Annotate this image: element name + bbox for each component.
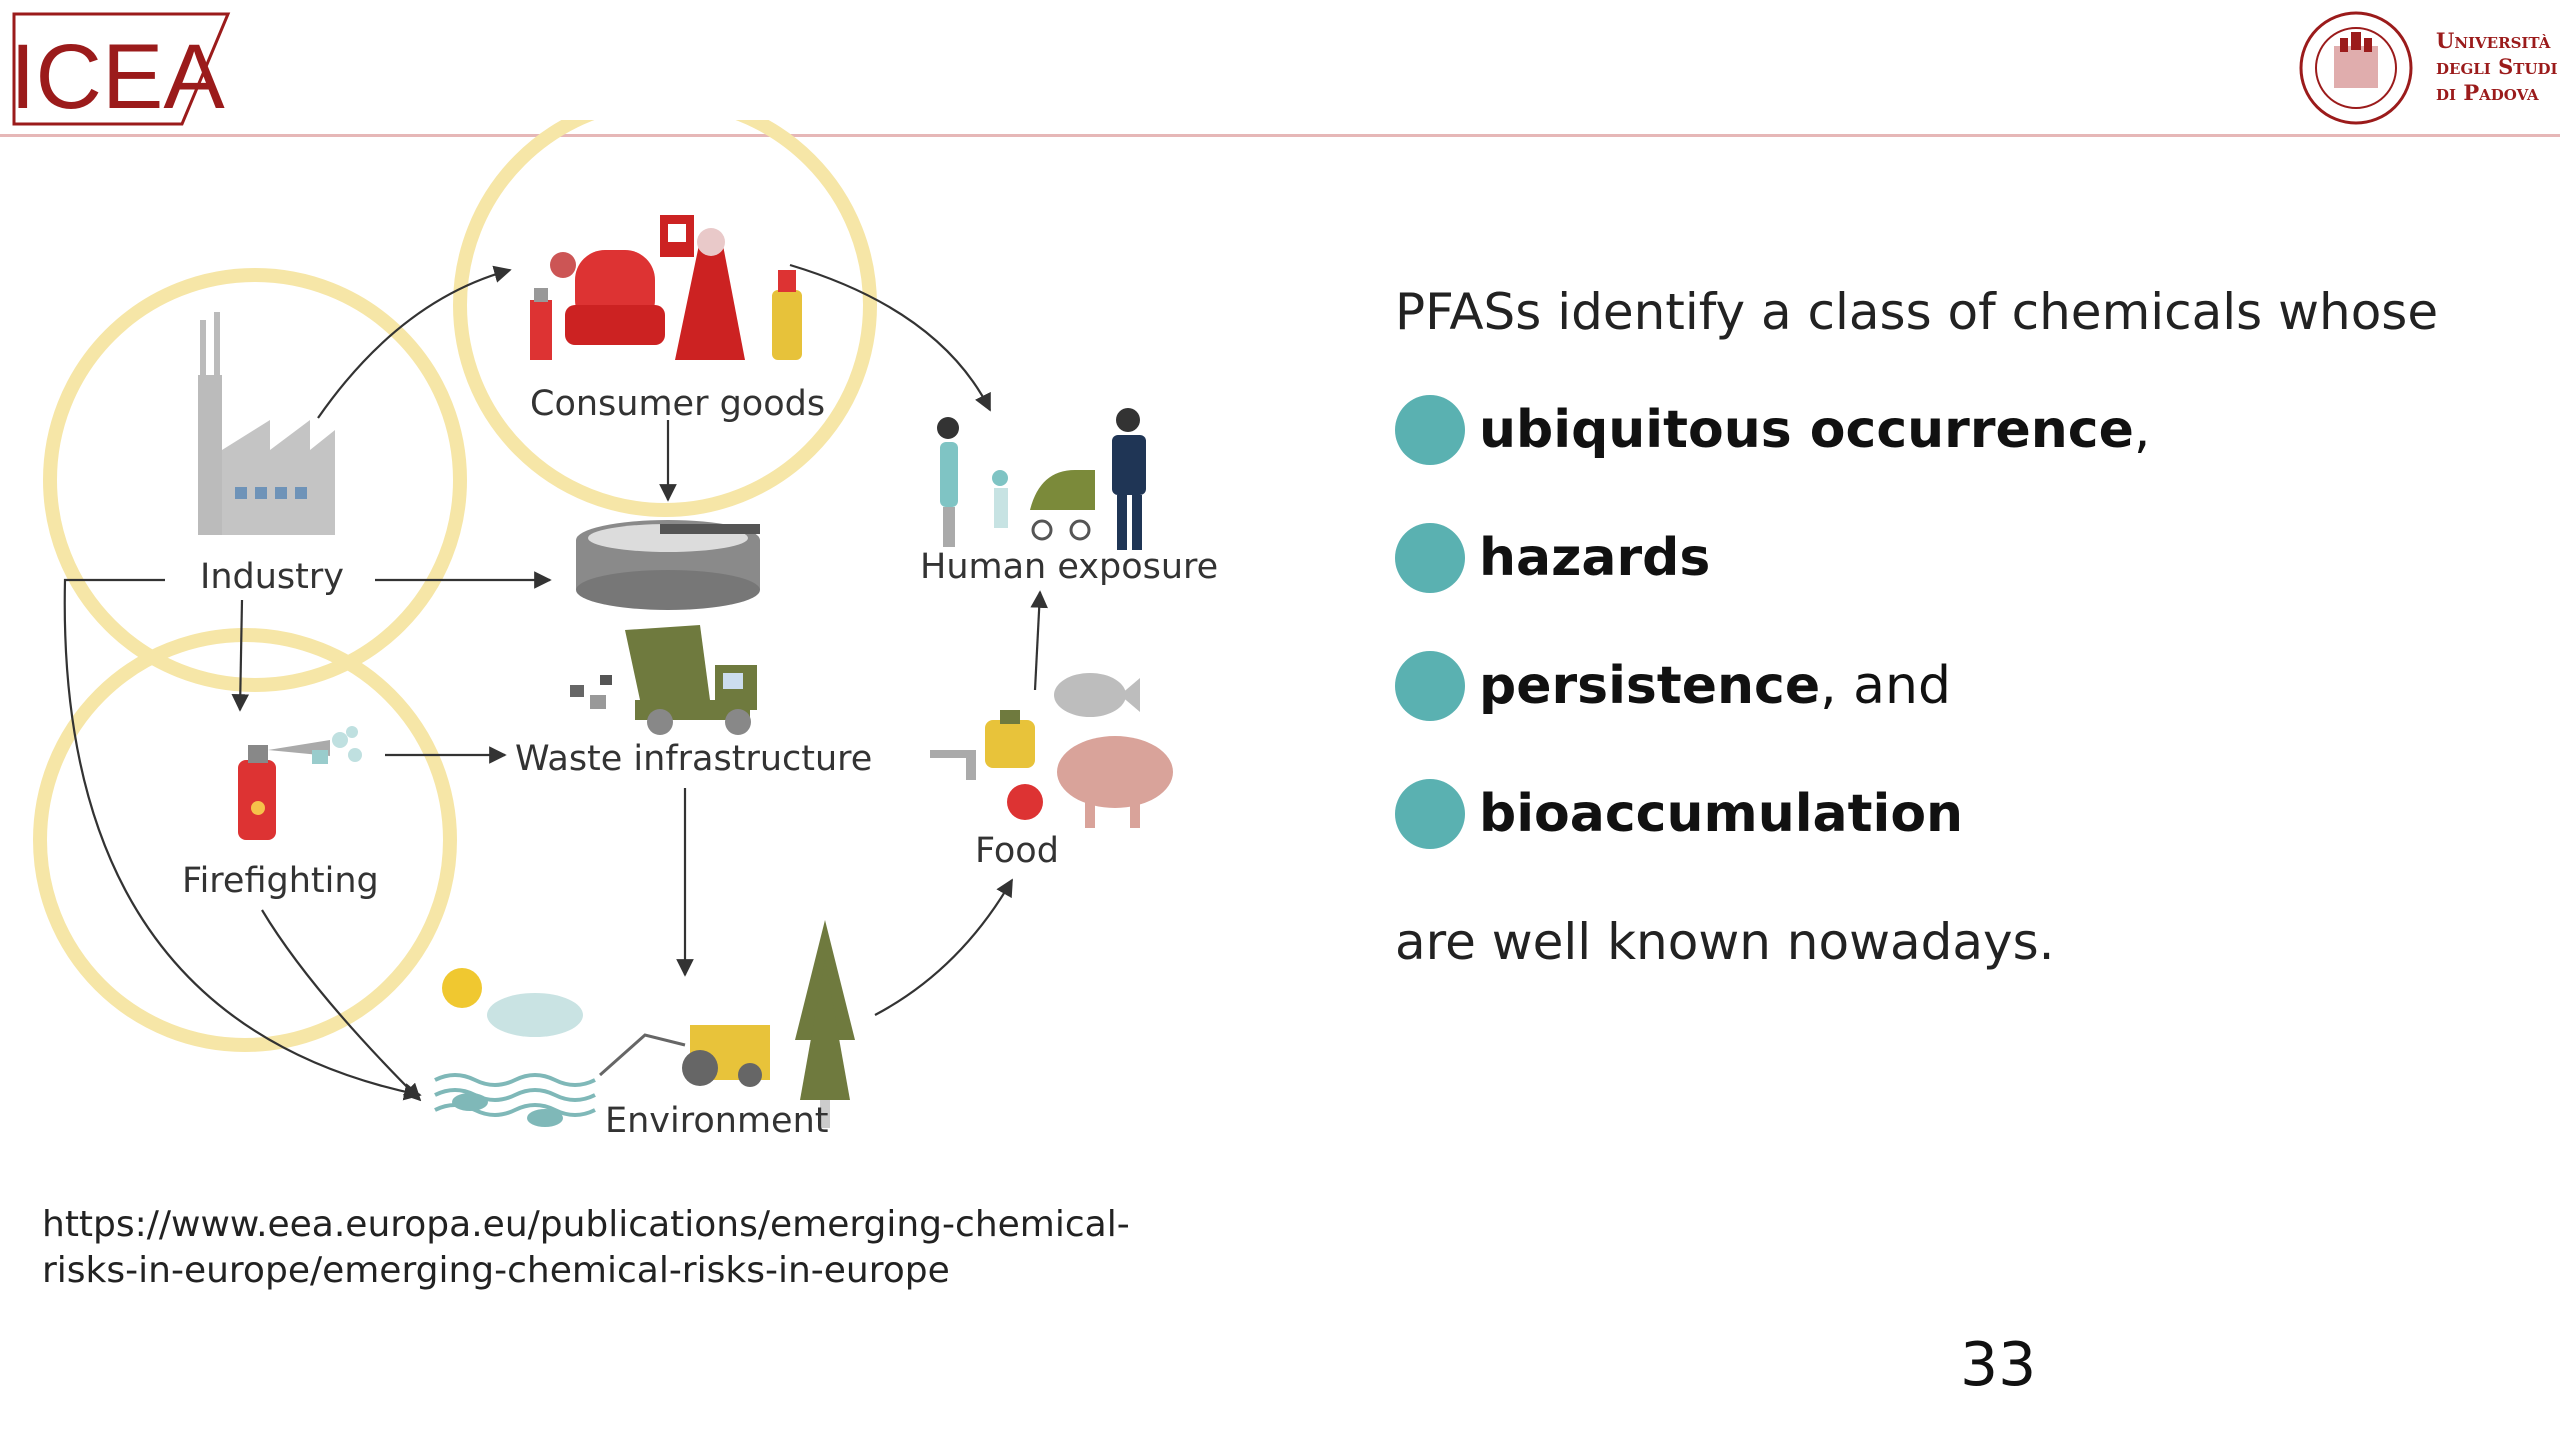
arrow-firefighting-to-environment [261,909,422,1102]
bullet-item: ubiquitous occurrence, [1395,380,2515,480]
bullet-text: bioaccumulation [1479,784,1964,844]
arrow-environment-to-food [874,878,1013,1016]
source-link-line: risks-in-europe/emerging-chemical-risks-… [42,1250,950,1291]
fire-extinguisher-icon [238,726,362,840]
university-seal-icon [2299,11,2413,125]
factory-icon [198,312,335,535]
icea-logo: ICEA [6,10,236,134]
waste-truck-icon [570,625,757,735]
bullet-text: ubiquitous occurrence, [1479,400,2151,460]
bullet-item: bioaccumulation [1395,764,2515,864]
node-consumer-goods: Consumer goods [530,384,825,424]
university-name-line: di Padova [2436,80,2539,105]
bullet-text: persistence, and [1479,656,1951,716]
environment-icon [434,920,855,1128]
node-firefighting: Firefighting [182,861,379,901]
bullet-text: hazards [1479,528,1711,588]
university-name-line: degli Studi [2436,54,2558,79]
node-industry: Industry [200,557,344,597]
arrow-food-to-human [1030,590,1048,691]
header-divider [0,134,2560,137]
bullet-dot-icon [1395,779,1465,849]
bullet-dot-icon [1395,395,1465,465]
source-link-line: https://www.eea.europa.eu/publications/e… [42,1204,1130,1245]
node-waste-infrastructure: Waste infrastructure [515,739,872,779]
intro-text: PFASs identify a class of chemicals whos… [1395,283,2439,341]
halo-industry [43,268,467,692]
page-number: 33 [1960,1330,2037,1400]
svg-text:ICEA: ICEA [10,26,225,128]
outro-text: are well known nowadays. [1395,913,2055,971]
university-name-line: Università [2436,28,2551,53]
bullet-item: hazards [1395,508,2515,608]
human-exposure-icon [937,408,1146,550]
arrow-industry-to-firefighting [231,599,250,712]
treatment-plant-icon [576,520,760,610]
bullet-dot-icon [1395,523,1465,593]
node-human-exposure: Human exposure [920,547,1218,587]
bullet-dot-icon [1395,651,1465,721]
bullet-item: persistence, and [1395,636,2515,736]
food-icon [930,673,1173,828]
content-text-block: PFASs identify a class of chemicals whos… [1395,270,2515,972]
node-environment: Environment [605,1101,828,1141]
source-link[interactable]: https://www.eea.europa.eu/publications/e… [42,1202,1242,1294]
node-food: Food [975,831,1059,871]
pfas-pathway-diagram: Consumer goods Industry [0,93,1300,1174]
arrow-consumer-to-human [789,263,991,412]
arrow-industry-to-consumer [317,265,512,419]
consumer-goods-icon [530,215,802,360]
arrow-industry-to-environment [63,578,422,1101]
halo-firefighting [33,628,457,1052]
